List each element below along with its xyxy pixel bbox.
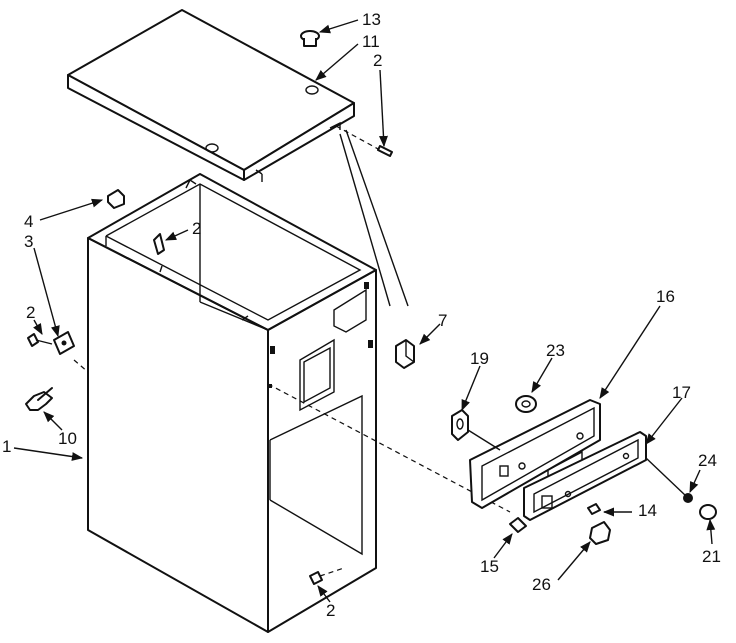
screw-15 [509, 517, 527, 533]
callout-24: 24 [698, 451, 717, 470]
hook-10 [25, 387, 53, 411]
callout-2-interior: 2 [192, 219, 201, 238]
callout-15: 15 [480, 557, 499, 576]
control-panel-trim-17 [523, 431, 647, 521]
callout-3: 3 [24, 232, 33, 251]
clip-4 [107, 189, 125, 209]
latch-7 [395, 339, 415, 369]
screw-2-left [27, 333, 53, 347]
callout-1: 1 [2, 437, 11, 456]
knob-13 [300, 30, 320, 47]
callout-21: 21 [702, 547, 721, 566]
callout-14: 14 [638, 501, 657, 520]
callout-16: 16 [656, 287, 675, 306]
callout-17: 17 [672, 383, 691, 402]
callout-11: 11 [362, 32, 380, 51]
callout-7: 7 [438, 311, 447, 330]
leader-lines [13, 19, 716, 603]
callout-4: 4 [24, 212, 33, 231]
part-14 [587, 503, 601, 515]
knob-21 [699, 504, 717, 520]
screw-2-lid [335, 125, 393, 157]
knob-23 [515, 395, 537, 413]
callout-2-left: 2 [26, 303, 35, 322]
cabinet-body [87, 173, 377, 633]
knob-26 [589, 521, 611, 545]
callout-13: 13 [362, 10, 381, 29]
screw-2-interior [153, 233, 165, 255]
callout-10: 10 [58, 429, 77, 448]
screw-2-bottom [309, 567, 345, 585]
cabinet-top-lid [67, 9, 355, 182]
callout-2-lid: 2 [373, 51, 382, 70]
bracket-3 [53, 331, 75, 355]
callout-19: 19 [470, 349, 489, 368]
switch-19 [451, 409, 469, 441]
callout-26: 26 [532, 575, 551, 594]
callout-2-bottom: 2 [326, 601, 335, 620]
callout-23: 23 [546, 341, 565, 360]
